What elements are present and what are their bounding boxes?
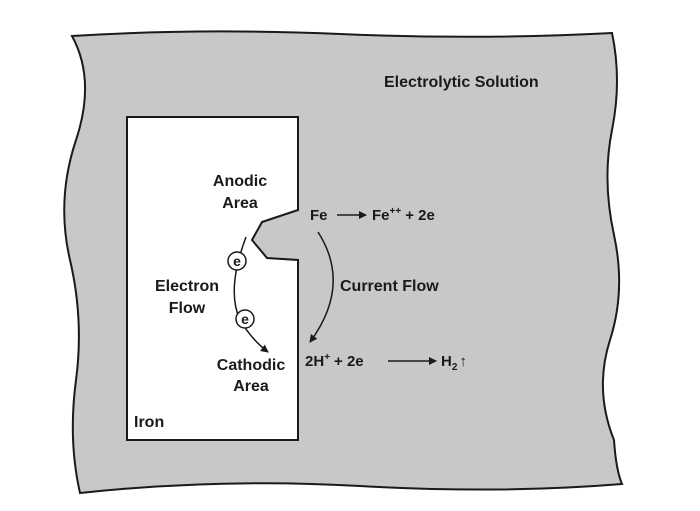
cathodic-area-label-line1: Cathodic bbox=[217, 357, 286, 374]
anodic-reactant: Fe bbox=[310, 207, 328, 224]
anodic-product-charge: ++ bbox=[390, 206, 402, 217]
iron-label: Iron bbox=[134, 414, 164, 431]
current-flow-arrow bbox=[309, 231, 334, 343]
electron-flow-label-line1: Electron bbox=[155, 278, 219, 295]
anodic-product-rest: + 2e bbox=[405, 207, 435, 224]
electron-symbol-2-label: e bbox=[241, 311, 249, 327]
cathodic-reactant: 2H bbox=[305, 353, 324, 370]
electron-symbol-1-label: e bbox=[233, 253, 241, 269]
cathodic-area-label-line2: Area bbox=[233, 378, 269, 395]
anodic-product-text: Fe+++ 2e bbox=[372, 206, 435, 224]
cathodic-reaction-equation: 2H+ + 2e bbox=[305, 352, 364, 370]
cathodic-reactant-charge: + bbox=[324, 352, 330, 363]
anodic-area-label-line2: Area bbox=[222, 195, 258, 212]
anodic-product: Fe bbox=[372, 207, 390, 224]
electron-symbol-2 bbox=[235, 309, 255, 329]
electron-symbol-1 bbox=[227, 251, 247, 271]
electrolytic-solution-label: Electrolytic Solution bbox=[384, 74, 539, 91]
gas-evolution-arrow-icon: ↑ bbox=[459, 353, 467, 370]
electron-flow-label-line2: Flow bbox=[169, 300, 206, 317]
cathodic-product: H bbox=[441, 353, 452, 370]
cathodic-product-subscript: 2 bbox=[452, 362, 458, 373]
anodic-reaction-equation: Fe bbox=[310, 207, 328, 224]
current-flow-label: Current Flow bbox=[340, 278, 439, 295]
cathodic-product-text: H2↑ bbox=[441, 353, 467, 373]
anodic-area-label-line1: Anodic bbox=[213, 173, 267, 190]
cathodic-reactant-rest: + 2e bbox=[334, 353, 364, 370]
iron-metal-block bbox=[126, 116, 299, 441]
